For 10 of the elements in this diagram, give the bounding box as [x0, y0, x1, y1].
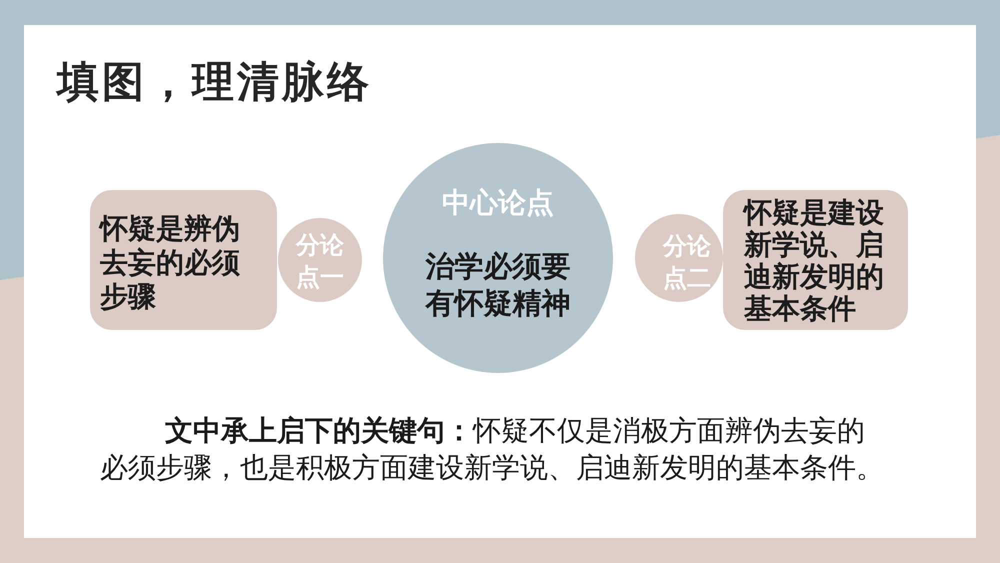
- circle-heading: 中心论点: [441, 186, 555, 220]
- rounded-box: [723, 190, 908, 330]
- box-text: 怀疑是建设新学说、启迪新发明的基本条件: [744, 197, 885, 325]
- box-text: 怀疑是辨伪去妄的必须步骤: [100, 212, 241, 314]
- key-sentence: 文中承上启下的关键句：怀疑不仅是消极方面辨伪去妄的必须步骤，也是积极方面建设新学说、启迪新发明的基本条件。: [100, 414, 885, 485]
- circle-label: 分论点一: [294, 231, 345, 293]
- circle-text: 治学必须要有怀疑精神: [424, 250, 572, 322]
- title: 填图，理清脉络: [57, 58, 372, 106]
- circle-label: 分论点二: [662, 232, 712, 294]
- rounded-box: [90, 190, 277, 330]
